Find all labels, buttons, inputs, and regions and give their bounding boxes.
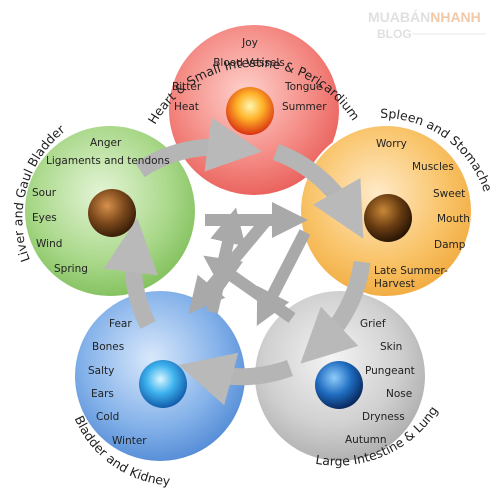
earth-item-mouth: Mouth xyxy=(437,213,470,225)
metal-item-skin: Skin xyxy=(380,341,402,353)
metal-items: Grief Skin Pungeant Nose Dryness Autumn xyxy=(345,318,415,446)
metal-item-pungeant: Pungeant xyxy=(365,365,415,377)
controlling-cycle xyxy=(188,202,311,327)
water-item-winter: Winter xyxy=(112,435,147,447)
earth-items: Worry Muscles Sweet Mouth Damp Late Summ… xyxy=(374,138,470,290)
watermark-brand-right: NHANH xyxy=(430,9,481,25)
metal-orb-icon xyxy=(315,361,363,409)
earth-item-late-summer: Late Summer- xyxy=(374,265,448,277)
fire-item-joy: Joy xyxy=(241,37,258,49)
arrow-water-to-wood xyxy=(103,217,158,329)
watermark: MUABÁNNHANH BLOG xyxy=(368,9,486,41)
watermark-sub: BLOG xyxy=(377,27,412,41)
water-item-cold: Cold xyxy=(96,411,119,423)
metal-item-dryness: Dryness xyxy=(362,411,405,423)
metal-item-autumn: Autumn xyxy=(345,434,387,446)
svg-text:MUABÁNNHANH: MUABÁNNHANH xyxy=(368,9,481,25)
generating-cycle xyxy=(103,117,371,406)
fire-item-heat: Heat xyxy=(174,101,199,113)
water-item-ears: Ears xyxy=(91,388,114,400)
wood-orb-icon xyxy=(88,189,136,237)
wood-item-anger: Anger xyxy=(90,137,122,149)
water-item-fear: Fear xyxy=(109,318,132,330)
fire-item-blood-vessels: Blood Vessels xyxy=(213,57,285,69)
arrow-fire-to-earth xyxy=(272,144,364,239)
watermark-brand-left: MUABÁN xyxy=(368,9,430,25)
earth-item-worry: Worry xyxy=(376,138,407,150)
water-orb-icon xyxy=(139,360,187,408)
wood-item-ligaments: Ligaments and tendons xyxy=(46,155,170,167)
earth-orb-icon xyxy=(364,194,412,242)
wood-items: Anger Ligaments and tendons Sour Eyes Wi… xyxy=(32,137,170,275)
water-items: Fear Bones Salty Ears Cold Winter xyxy=(88,318,147,447)
earth-item-muscles: Muscles xyxy=(412,161,454,173)
metal-item-grief: Grief xyxy=(360,318,386,330)
wood-item-wind: Wind xyxy=(36,238,62,250)
arrow-metal-to-water xyxy=(178,352,293,406)
water-item-salty: Salty xyxy=(88,365,114,377)
wood-item-eyes: Eyes xyxy=(32,212,57,224)
wood-item-sour: Sour xyxy=(32,187,57,199)
water-item-bones: Bones xyxy=(92,341,124,353)
arrow-wood-to-fire xyxy=(135,117,262,178)
fire-item-tongue: Tongue xyxy=(284,81,323,93)
arrow-metal-to-wood xyxy=(188,218,270,314)
fire-orb-icon xyxy=(226,87,274,135)
earth-item-harvest: Harvest xyxy=(374,278,415,290)
earth-item-damp: Damp xyxy=(434,239,466,251)
fire-items: Joy Blood Vessels Bitter Tongue Heat Sum… xyxy=(172,37,327,113)
wood-item-spring: Spring xyxy=(54,263,88,275)
fire-item-summer: Summer xyxy=(282,101,327,113)
metal-item-nose: Nose xyxy=(386,388,412,400)
arrow-earth-to-metal xyxy=(300,260,371,364)
arrow-water-to-fire xyxy=(203,255,296,323)
earth-item-sweet: Sweet xyxy=(433,188,465,200)
fire-item-bitter: Bitter xyxy=(172,81,202,93)
